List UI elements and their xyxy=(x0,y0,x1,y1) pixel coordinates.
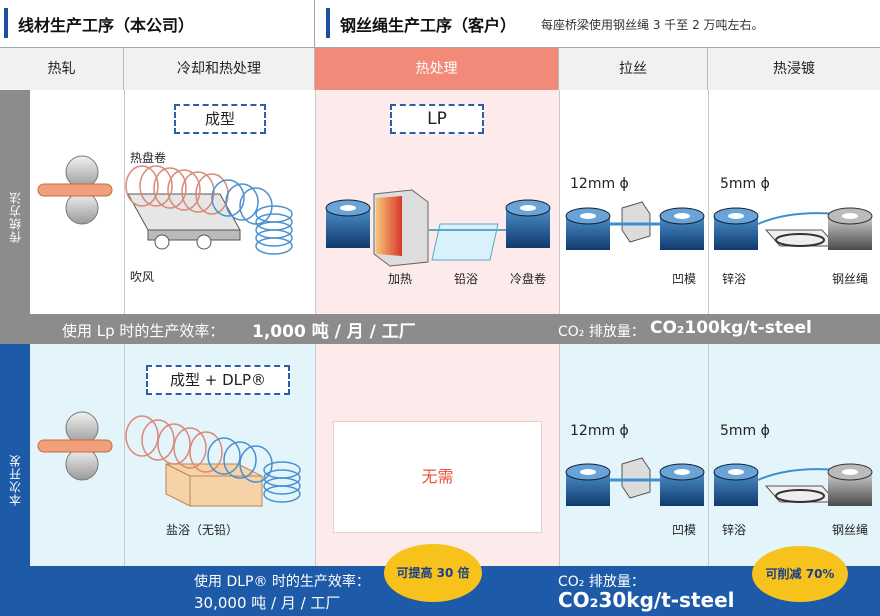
traditional-shape-box: 成型 xyxy=(174,104,266,134)
cool-coil-label: 冷盘卷 xyxy=(510,272,547,286)
trad-rolling-mill xyxy=(37,155,113,225)
new-galvanizing-station xyxy=(713,463,873,506)
new-method-side-label: 本次开发 xyxy=(0,344,30,616)
new-dip-size: 5mm ɸ xyxy=(720,423,770,439)
new-rope-label: 钢丝绳 xyxy=(832,523,869,537)
lead-bath-label: 铅浴 xyxy=(454,272,479,286)
trad-draw-size: 12mm ɸ xyxy=(570,176,629,192)
trad-drawing-station xyxy=(565,201,705,250)
trad-co2-value: CO₂100kg/t-steel xyxy=(650,318,812,338)
new-divider-1 xyxy=(124,344,125,566)
new-drawing-station xyxy=(565,457,705,506)
header-divider xyxy=(314,0,315,47)
stage-wire-drawing: 拉丝 xyxy=(559,48,708,90)
new-divider-4 xyxy=(708,344,709,566)
co2-reduction-badge: 可削减 70% xyxy=(752,546,848,602)
trad-divider-3 xyxy=(559,90,560,314)
new-divider-2 xyxy=(315,344,316,566)
trad-divider-1 xyxy=(124,90,125,314)
left-title-marker xyxy=(4,8,8,38)
trad-efficiency-text: 使用 Lp 时的生产效率： xyxy=(62,322,225,340)
new-die-label: 凹模 xyxy=(672,523,697,537)
efficiency-badge: 可提高 30 倍 xyxy=(384,544,482,602)
trad-divider-4 xyxy=(708,90,709,314)
rope-usage-note: 每座桥梁使用钢丝绳 3 千至 2 万吨左右。 xyxy=(541,18,764,32)
salt-bath-label: 盐浴（无铅） xyxy=(166,523,239,537)
new-efficiency-text: 使用 DLP® 时的生产效率： xyxy=(194,574,370,590)
stage-heat-treatment: 热处理 xyxy=(315,48,559,90)
new-efficiency-value: 30,000 吨 / 月 / 工厂 xyxy=(194,594,341,612)
new-co2-value: CO₂30kg/t-steel xyxy=(558,588,735,612)
new-salt-bath xyxy=(125,415,301,507)
no-heat-treatment-box xyxy=(333,421,542,533)
header-line xyxy=(0,47,880,48)
left-section-title: 线材生产工序（本公司） xyxy=(18,16,195,35)
not-needed-label: 无需 xyxy=(421,467,454,486)
trad-galvanizing-station xyxy=(713,207,873,250)
traditional-side-label: 传统方法 xyxy=(0,90,30,344)
trad-divider-2 xyxy=(315,90,316,314)
trad-dip-size: 5mm ɸ xyxy=(720,176,770,192)
new-shape-dlp-box: 成型 + DLP® xyxy=(146,365,290,395)
right-title-marker xyxy=(326,8,330,38)
trad-die-label: 凹模 xyxy=(672,272,697,286)
new-divider-3 xyxy=(559,344,560,566)
heating-label: 加热 xyxy=(388,272,413,286)
trad-lp-furnace xyxy=(325,189,551,267)
traditional-summary-bar xyxy=(30,314,880,344)
trad-efficiency-value: 1,000 吨 / 月 / 工厂 xyxy=(252,322,416,342)
stage-hot-rolling: 热轧 xyxy=(0,48,124,90)
new-rolling-mill xyxy=(37,411,113,481)
trad-co2-text: CO₂ 排放量： xyxy=(558,324,645,340)
new-draw-size: 12mm ɸ xyxy=(570,423,629,439)
trad-zinc-label: 锌浴 xyxy=(722,272,747,286)
stage-hot-dip-galvanizing: 热浸镀 xyxy=(773,61,815,77)
right-section-title: 钢丝绳生产工序（客户） xyxy=(340,16,517,35)
traditional-process-illustration xyxy=(37,155,873,267)
blowing-label: 吹风 xyxy=(130,270,155,284)
stage-cooling-heat-treatment: 冷却和热处理 xyxy=(124,48,315,90)
new-co2-text: CO₂ 排放量： xyxy=(558,574,645,590)
trad-rope-label: 钢丝绳 xyxy=(832,272,869,286)
traditional-lp-box: LP xyxy=(390,104,484,134)
trad-cooling-conveyor xyxy=(125,165,293,255)
new-zinc-label: 锌浴 xyxy=(722,523,747,537)
hot-coil-label: 热盘卷 xyxy=(130,151,167,165)
new-process-illustration xyxy=(37,411,873,507)
